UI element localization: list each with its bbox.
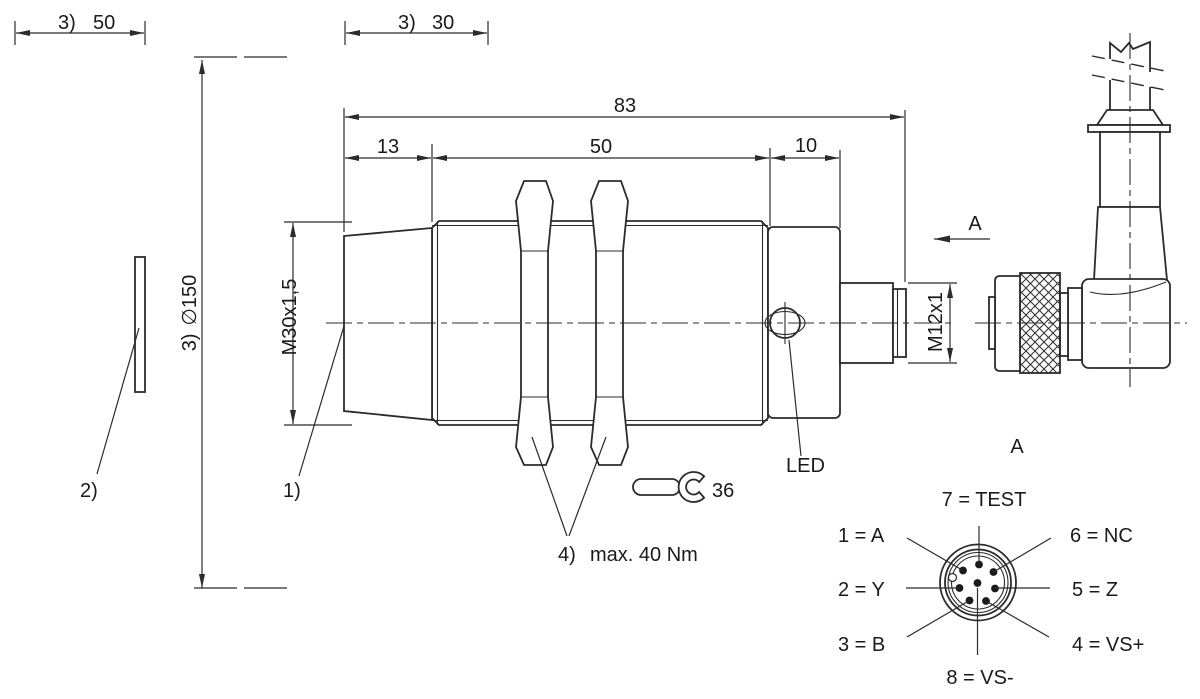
sensor-housing: 1) (283, 180, 907, 502)
pin-label-3: 3 = B (838, 634, 885, 656)
view-arrow-label: A (968, 213, 982, 235)
dim-mounting-clearance: 3) 50 (14, 12, 146, 45)
pin-7 (975, 560, 983, 569)
ref-4-label: 4) (558, 544, 576, 566)
pin-label-1: 1 = A (838, 525, 885, 547)
pin-label-5: 5 = Z (1072, 579, 1118, 601)
lock-nut-1 (515, 180, 554, 466)
torque-value: max. 40 Nm (590, 544, 698, 566)
note-ref-3: 3) (398, 12, 416, 34)
pin-label-4: 4 = VS+ (1072, 634, 1144, 656)
ref-1-label: 1) (283, 480, 301, 502)
dim-m12-thread-label: M12x1 (925, 292, 947, 352)
wrench-icon: 36 (632, 471, 734, 503)
pin-label-2: 2 = Y (838, 579, 885, 601)
led-label: LED (786, 455, 825, 477)
dim-50-clearance-value: 50 (93, 12, 115, 34)
keyway-notch (947, 572, 958, 583)
dim-lengths: 83 13 50 10 (343, 95, 906, 282)
pin-label-6: 6 = NC (1070, 525, 1133, 547)
dim-thread-length-value: 50 (590, 136, 612, 158)
dim-overall-length-value: 83 (614, 95, 636, 117)
dim-connector-thread: M12x1 (908, 282, 957, 364)
dim-rated-operating-distance: 3) 30 (344, 12, 489, 45)
note-ref-3: 3) (58, 12, 76, 34)
wrench-size-value: 36 (712, 480, 734, 502)
dim-rear-length-value: 10 (795, 135, 817, 157)
dim-housing-thread: M30x1,5 (279, 221, 352, 426)
torque-note: 4) max. 40 Nm (531, 436, 698, 566)
view-direction-arrow: A (934, 213, 990, 243)
pin-label-7: 7 = TEST (942, 489, 1027, 511)
pin-8 (973, 579, 982, 587)
target-plate: 2) (80, 256, 146, 502)
dim-30-distance-value: 30 (432, 12, 454, 34)
dim-dia150-label: 3)∅150 (179, 275, 201, 352)
centerlines (326, 33, 1187, 387)
dim-head-length-value: 13 (377, 136, 399, 158)
dim-target-plate-diameter: 3)∅150 (179, 56, 287, 589)
sensing-head (343, 227, 433, 421)
ref-2-label: 2) (80, 480, 98, 502)
pinout-diagram: A 7 = TEST 1 = A 6 = NC (838, 436, 1144, 689)
pin-label-8: 8 = VS- (946, 667, 1013, 689)
pinout-view-title: A (1010, 436, 1024, 458)
dim-m30-thread-label: M30x1,5 (279, 279, 301, 356)
